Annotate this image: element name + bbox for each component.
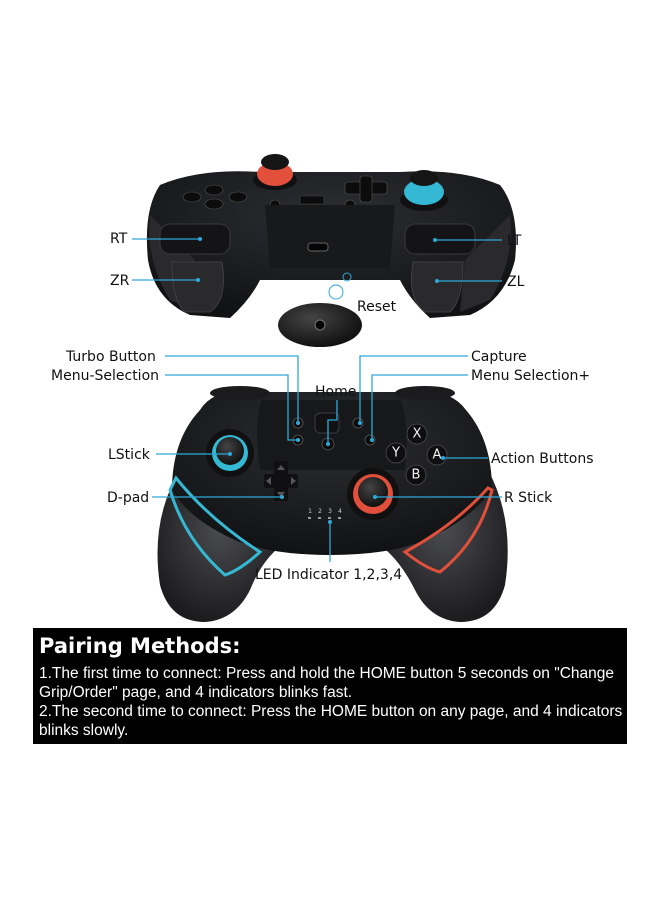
x-button [406,423,428,445]
callout-lines [132,237,502,562]
led-number-1: 1 [308,508,312,515]
reset-closeup [278,303,362,347]
top-center-panel [265,205,395,268]
right-stick [347,468,399,520]
label-rt: RT [110,231,128,247]
label-zr: ZR [110,273,130,289]
top-left-stick [253,154,297,190]
top-right-stick [400,170,448,211]
y-button-label: Y [391,446,400,461]
zr-trigger [171,261,224,313]
label-capture: Capture [471,349,527,365]
x-button-label: X [413,427,422,442]
b-button [405,464,427,486]
pairing-methods-panel: Pairing Methods: 1.The first time to con… [33,628,627,744]
label-menu-selection-right: Menu Selection+ [471,368,590,384]
y-button [385,442,407,464]
label-turbo-button: Turbo Button [65,349,156,365]
zl-trigger [411,261,464,313]
controller-top-view [146,154,516,318]
label-reset: Reset [357,299,397,315]
a-button [426,444,448,466]
led-number-3: 3 [328,508,332,515]
home-logo-icon [314,412,340,434]
usb-port [307,242,329,252]
label-lstick: LStick [108,447,151,463]
label-action-buttons: Action Buttons [491,451,593,467]
label-menu-selection-left: Menu-Selection [51,368,159,384]
labels: RT LT ZR ZL Reset Turbo Button Menu-Sele… [51,231,593,583]
label-rstick: R Stick [504,490,553,506]
pairing-step-1: 1.The first time to connect: Press and h… [39,665,615,701]
face-buttons: X Y A B [385,423,448,486]
controller-front-view: X Y A B 1 2 3 4 [157,386,508,622]
lt-bumper [404,223,476,255]
reset-highlight [328,272,352,300]
top-right-grip [460,215,511,312]
pairing-title: Pairing Methods: [39,634,241,658]
dpad [264,461,298,501]
left-accent-stripe [168,475,263,577]
label-dpad: D-pad [107,490,149,506]
led-indicators: 1 2 3 4 [308,508,342,519]
pairing-step-2: 2.The second time to connect: Press the … [39,703,623,739]
led-number-4: 4 [338,508,342,515]
b-button-label: B [412,468,421,483]
right-accent-stripe [402,486,494,574]
label-led-indicator: LED Indicator 1,2,3,4 [255,567,402,583]
label-home: Home [315,384,356,400]
led-number-2: 2 [318,508,322,515]
label-lt: LT [507,233,522,249]
label-zl: ZL [507,274,525,290]
a-button-label: A [433,448,442,463]
